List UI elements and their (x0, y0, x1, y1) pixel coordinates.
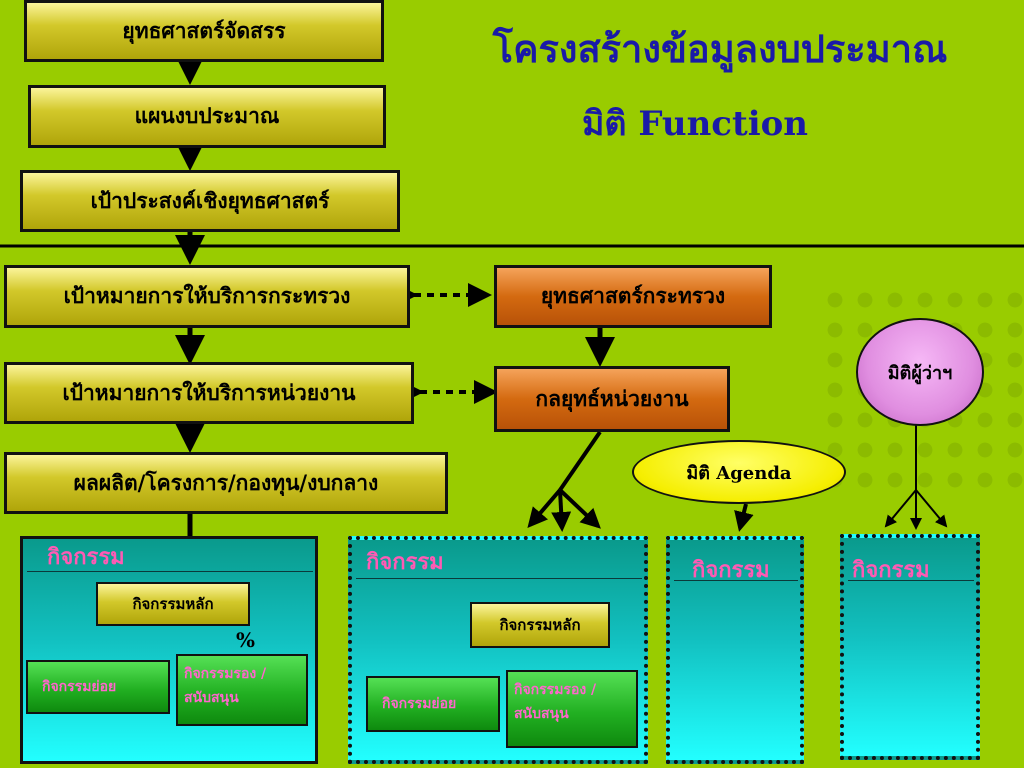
page-subtitle: มิติ Function (581, 104, 809, 144)
fan-stem (558, 430, 602, 492)
fan-arrow-center (551, 489, 572, 532)
box-agency-strategy: กลยุทธ์หน่วยงาน (494, 366, 730, 432)
percent-label: % (236, 628, 256, 652)
fan-arrow-right (558, 488, 601, 529)
support-activity-box: กิจกรรมรอง / สนับสนุน (506, 670, 638, 748)
area-fan-right (915, 489, 948, 528)
panel-rule (848, 580, 974, 581)
arrow-agenda-to-panel (734, 503, 754, 532)
panel-label: กิจกรรม (852, 557, 930, 583)
page-title: โครงสร้างข้อมูลงบประมาณ (492, 26, 948, 71)
box-budget-plan: แผนงบประมาณ (28, 85, 386, 148)
panel-rule (27, 571, 313, 572)
panel-label: กิจกรรม (366, 549, 444, 575)
area-dimension: มิติผู้ว่าฯ (856, 318, 984, 426)
box-output-project: ผลผลิต/โครงการ/กองทุน/งบกลาง (4, 452, 448, 514)
box-strategic-goal: เป้าประสงค์เชิงยุทธศาสตร์ (20, 170, 400, 232)
main-activity-box: กิจกรรมหลัก (470, 602, 610, 648)
activity-panel-3: กิจกรรม (666, 536, 804, 764)
main-activity-box: กิจกรรมหลัก (96, 582, 250, 626)
panel-label: กิจกรรม (692, 557, 770, 583)
box-ministry-service-target: เป้าหมายการให้บริการกระทรวง (4, 265, 410, 328)
panel-rule (356, 578, 642, 579)
panel-rule (674, 580, 798, 581)
box-allocation-strategy: ยุทธศาสตร์จัดสรร (24, 0, 384, 62)
box-agency-service-target: เป้าหมายการให้บริการหน่วยงาน (4, 362, 414, 424)
activity-panel-1: กิจกรรม (20, 536, 318, 764)
panel-label: กิจกรรม (47, 544, 125, 570)
area-fan-left (884, 489, 917, 528)
box-ministry-strategy: ยุทธศาสตร์กระทรวง (494, 265, 772, 328)
support-activity-box: กิจกรรมรอง / สนับสนุน (176, 654, 308, 726)
sub-activity-box: กิจกรรมย่อย (26, 660, 170, 714)
sub-activity-box: กิจกรรมย่อย (366, 676, 500, 732)
activity-panel-4: กิจกรรม (840, 534, 980, 760)
agenda-dimension: มิติ Agenda (632, 440, 846, 504)
fan-arrow-left (527, 488, 562, 529)
